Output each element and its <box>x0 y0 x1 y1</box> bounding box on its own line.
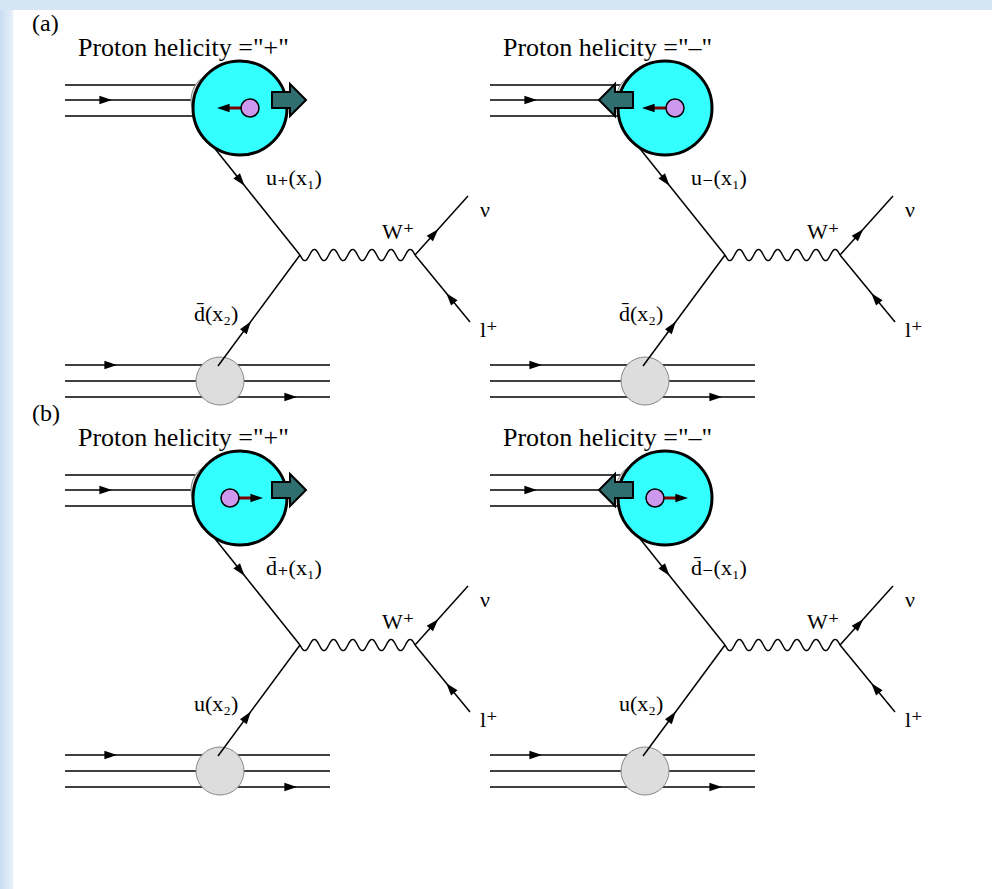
line-arrowhead <box>284 393 297 401</box>
line-arrowhead <box>665 319 679 334</box>
w-boson-line <box>725 639 840 650</box>
helicity-heading: Proton helicity ="–" <box>503 424 712 453</box>
lepton-label: l⁺ <box>480 318 498 342</box>
line-arrowhead <box>250 494 263 502</box>
panel-tag: (a) <box>32 10 59 36</box>
line-arrowhead <box>99 96 112 104</box>
neutrino-label: ν <box>905 588 915 612</box>
proton-helicity-arrow <box>272 474 306 506</box>
neutrino-label: ν <box>480 198 490 222</box>
line-arrowhead <box>217 104 230 112</box>
quark-dot <box>646 489 664 507</box>
line-arrowhead <box>665 709 679 724</box>
line-arrowhead <box>709 783 722 791</box>
slide-ground <box>14 10 992 889</box>
neutrino-label: ν <box>480 588 490 612</box>
slide-band <box>0 0 992 10</box>
quark-dot <box>666 99 684 117</box>
lepton-label: l⁺ <box>905 708 923 732</box>
fermion-line <box>208 530 300 645</box>
w-boson-line <box>300 639 415 650</box>
fermion-line <box>840 586 893 645</box>
fermion-line <box>840 255 895 322</box>
quark-dot <box>221 489 239 507</box>
quark-label: u₋(x₁) <box>691 166 747 190</box>
line-arrowhead <box>529 361 542 369</box>
line-arrowhead <box>852 226 867 241</box>
proton-helicity-arrow <box>272 84 306 116</box>
line-arrowhead <box>443 290 457 305</box>
quark-label: d̄(x₂) <box>194 302 238 326</box>
line-arrowhead <box>284 783 297 791</box>
line-arrowhead <box>104 361 117 369</box>
helicity-heading: Proton helicity ="–" <box>503 34 712 63</box>
quark-label: d̄(x₂) <box>619 302 663 326</box>
line-arrowhead <box>104 751 117 759</box>
line-arrowhead <box>658 173 672 188</box>
panel-tag: (b) <box>32 400 60 426</box>
feynman-diagram <box>65 451 470 795</box>
feynman-diagram <box>65 61 470 405</box>
feynman-diagram <box>490 451 895 795</box>
line-arrowhead <box>524 486 537 494</box>
fermion-line <box>633 140 725 255</box>
boson-label: W⁺ <box>807 220 839 244</box>
lepton-label: l⁺ <box>480 708 498 732</box>
line-arrowhead <box>233 563 247 578</box>
line-arrowhead <box>868 290 882 305</box>
line-arrowhead <box>709 393 722 401</box>
line-arrowhead <box>427 226 442 241</box>
quark-label: u(x₂) <box>194 692 238 716</box>
line-arrowhead <box>524 96 537 104</box>
fermion-line <box>208 140 300 255</box>
line-arrowhead <box>240 709 254 724</box>
line-arrowhead <box>529 751 542 759</box>
fermion-line <box>840 196 893 255</box>
proton-helicity-arrow <box>599 474 633 506</box>
quark-label: u₊(x₁) <box>266 166 322 190</box>
line-arrowhead <box>99 486 112 494</box>
line-arrowhead <box>675 494 688 502</box>
quark-label: d̄₊(x₁) <box>266 556 322 580</box>
feynman-diagram <box>490 61 895 405</box>
line-arrowhead <box>868 680 882 695</box>
boson-label: W⁺ <box>382 220 414 244</box>
line-arrowhead <box>427 616 442 631</box>
lepton-label: l⁺ <box>905 318 923 342</box>
neutrino-label: ν <box>905 198 915 222</box>
fermion-line <box>840 645 895 712</box>
fermion-line <box>633 530 725 645</box>
w-boson-line <box>300 249 415 260</box>
fermion-line <box>415 645 470 712</box>
proton-helicity-arrow <box>599 84 633 116</box>
fermion-line <box>415 255 470 322</box>
quark-label: u(x₂) <box>619 692 663 716</box>
line-arrowhead <box>240 319 254 334</box>
line-arrowhead <box>658 563 672 578</box>
quark-dot <box>241 99 259 117</box>
helicity-heading: Proton helicity ="+" <box>78 424 289 453</box>
helicity-heading: Proton helicity ="+" <box>78 34 289 63</box>
boson-label: W⁺ <box>382 610 414 634</box>
quark-label: d̄₋(x₁) <box>691 556 747 580</box>
line-arrowhead <box>233 173 247 188</box>
fermion-line <box>415 196 468 255</box>
line-arrowhead <box>642 104 655 112</box>
line-arrowhead <box>443 680 457 695</box>
boson-label: W⁺ <box>807 610 839 634</box>
fermion-line <box>415 586 468 645</box>
line-arrowhead <box>852 616 867 631</box>
w-boson-line <box>725 249 840 260</box>
